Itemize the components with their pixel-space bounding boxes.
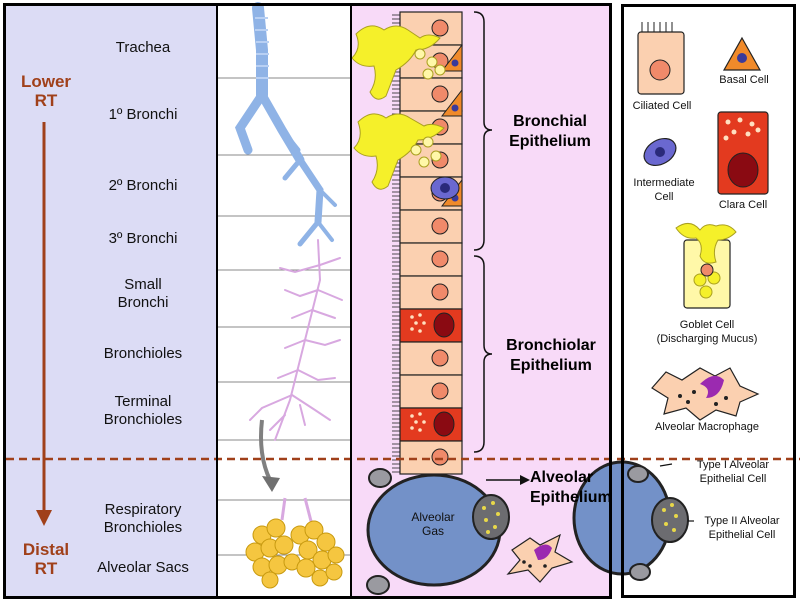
macrophage-small xyxy=(506,533,574,583)
legend-clara-label: Clara Cell xyxy=(718,199,768,211)
region-arrowhead xyxy=(36,510,52,526)
legend-basal-cell xyxy=(722,36,762,71)
trachea-rings xyxy=(255,17,269,79)
goblet-mucus xyxy=(353,113,445,190)
goblet-mucus xyxy=(351,25,441,100)
legend-frame xyxy=(621,4,796,598)
left-label-panel xyxy=(6,6,218,596)
legend-intermediate-cell xyxy=(643,137,677,167)
ciliated-cell xyxy=(399,275,463,310)
legend-ciliated-label: Ciliated Cell xyxy=(632,100,692,112)
bronchiole-tree xyxy=(249,239,343,441)
bronchial-tree xyxy=(234,2,337,247)
legend-goblet-cell xyxy=(675,223,737,309)
level-primary-bronchi: 1º Bronchi xyxy=(108,106,178,123)
transition-arrow xyxy=(259,419,272,481)
level-alveolar-sacs: Alveolar Sacs xyxy=(97,559,189,576)
level-bronchioles: Bronchioles xyxy=(103,345,183,362)
alveolar-arrowhead xyxy=(520,475,530,485)
transition-arrowhead xyxy=(262,476,280,492)
alveolar-sacs xyxy=(245,497,345,589)
level-secondary-bronchi: 2º Bronchi xyxy=(108,177,178,194)
right-divider xyxy=(350,6,352,596)
legend-clara-cell xyxy=(717,111,769,195)
alveolus xyxy=(366,468,510,595)
ciliated-cell xyxy=(399,209,463,244)
epithelium-column xyxy=(351,11,463,475)
legend-goblet-label: Goblet Cell(Discharging Mucus) xyxy=(656,319,758,345)
bronchial-brace xyxy=(473,11,493,251)
airway-tree-panel xyxy=(218,6,352,596)
main-frame xyxy=(3,3,612,599)
legend-ciliated-cell xyxy=(637,22,685,95)
left-divider xyxy=(216,6,218,596)
legend-macrophage-label: Alveolar Macrophage xyxy=(655,421,759,433)
level-trachea: Trachea xyxy=(115,39,171,56)
ciliated-cell xyxy=(399,242,463,277)
bronchiolar-brace xyxy=(473,255,493,453)
legend-macrophage xyxy=(651,367,760,421)
legend-basal-label: Basal Cell xyxy=(719,74,769,86)
level-tertiary-bronchi: 3º Bronchi xyxy=(108,230,178,247)
ciliated-cell xyxy=(399,143,463,178)
